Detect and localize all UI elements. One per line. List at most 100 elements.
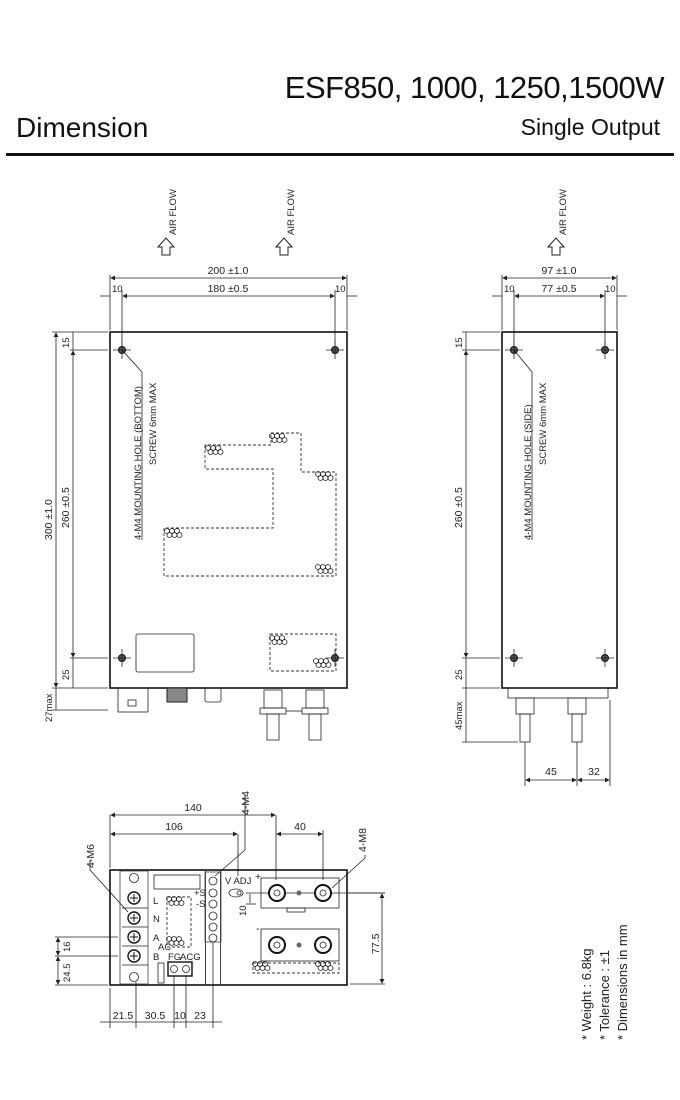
mounting-hole-icon [595,648,615,668]
output-stud [259,689,329,741]
dim-height-inner: 260 ±0.5 [453,487,465,528]
vent-icon [205,445,224,455]
notes: * Weight : 6.8kg * Tolerance : ±1 * Dime… [579,924,630,1040]
terminal-b: B [153,952,159,963]
sense-minus-label: -S [196,899,206,910]
airflow-arrow-2: AIR FLOW [275,189,297,256]
vent-icon [315,564,334,574]
screw-icon [127,891,141,905]
dim-top-offset: 15 [454,337,465,348]
dim-terminal-depth: 27max [44,693,55,722]
terminal-l: L [153,896,158,907]
unit-body [109,331,348,689]
dim-width-inner: 77 ±0.5 [542,283,577,295]
mounting-hole-icon [325,340,345,360]
arrow-up-icon [157,237,175,256]
front-view: 140 106 40 4-M6 4-M4 4-M8 L N A AC B [55,791,385,1028]
vent-icon [269,635,288,645]
terminal-panel [109,869,348,986]
label-m4: 4-M4 [240,791,252,815]
mounting-hole-icon [112,648,132,668]
dim-margin-right: 10 [605,284,616,295]
airflow-label: AIR FLOW [168,189,179,235]
airflow-label: AIR FLOW [286,189,297,235]
stud-icon [314,884,332,902]
vent-icon [315,471,334,481]
dim-bottom-4: 23 [194,1010,206,1022]
section-heading: Dimension [16,112,149,143]
note-tolerance: * Tolerance : ±1 [597,950,612,1040]
terminal-n: N [153,914,160,925]
label-m6: 4-M6 [85,844,97,868]
dim-bottom-1: 21.5 [113,1010,134,1022]
unit-side-body [501,331,618,689]
note-weight: * Weight : 6.8kg [579,948,594,1040]
fg-label: FG [168,952,181,963]
header-rule [6,153,674,156]
plus-label: + [255,871,261,883]
mounting-note-1: 4-M4 MOUNTING HOLE (BOTTOM) [133,386,144,540]
sense-plus-label: +S [194,888,206,899]
screw-icon [127,930,141,944]
ac-terminal-block [122,873,148,982]
label-m8: 4-M8 [357,828,369,852]
note-units: * Dimensions in mm [615,924,630,1040]
vent-icon [166,936,185,946]
dim-margin-left: 10 [504,284,515,295]
dim-terminal-spacing-2: 32 [588,766,600,778]
airflow-label: AIR FLOW [558,189,569,235]
sense-terminals [208,876,218,943]
dim-margin-right: 10 [335,284,346,295]
terminal-ac: AC [158,942,171,953]
screw-icon [127,949,141,963]
dim-margin-left: 10 [112,284,123,295]
acg-label: ACG [180,952,201,963]
terminal-a: A [153,933,160,944]
dim-24-5: 24.5 [62,964,73,983]
mounting-hole-icon [504,648,524,668]
dim-106: 106 [165,821,183,833]
stud-icon [314,936,332,954]
vent-icon [313,658,332,668]
dim-140: 140 [184,802,202,814]
screw-icon [127,911,141,925]
vent-outline [163,432,337,577]
mounting-note-2: SCREW 6mm MAX [148,382,159,465]
product-title: ESF850, 1000, 1250,1500W [284,70,665,105]
dim-terminal-depth: 45max [454,701,465,730]
label-area [135,633,195,673]
vent-icon [164,528,183,538]
dim-height-inner: 260 ±0.5 [60,487,72,528]
output-stud [507,687,609,743]
mounting-note-2: SCREW 6mm MAX [538,382,549,465]
arrow-up-icon [547,237,565,256]
dim-bottom-offset: 25 [454,669,465,680]
minus-label: - [256,923,260,935]
mounting-hole-icon [595,340,615,360]
dim-width-total: 97 ±1.0 [542,265,577,277]
vent-icon [269,433,288,443]
airflow-arrow-1: AIR FLOW [157,189,179,256]
vent-icon [166,896,185,906]
dim-bottom-offset: 25 [61,669,72,680]
product-subtitle: Single Output [520,114,660,140]
top-view: AIR FLOW AIR FLOW 200 ±1.0 180 ±0.5 10 1… [43,189,357,741]
dim-width-total: 200 ±1.0 [208,265,249,277]
negative-busbar [260,928,340,962]
fg-acg-connector [167,961,193,977]
dim-16: 16 [62,941,73,952]
stud-icon [268,936,286,954]
dim-width-inner: 180 ±0.5 [208,283,249,295]
arrow-up-icon [275,237,293,256]
vadj-label: V ADJ [225,876,252,887]
mounting-note-1: 4-M4 MOUNTING HOLE (SIDE) [523,404,534,540]
stud-icon [268,884,286,902]
vadj-potentiometer[interactable] [228,888,244,898]
dim-terminal-spacing-1: 45 [545,766,557,778]
dim-77-5: 77.5 [370,933,382,954]
dim-height-total: 300 ±1.0 [43,499,55,540]
dim-bottom-3: 10 [174,1010,186,1022]
dim-bottom-2: 30.5 [145,1010,166,1022]
dim-top-offset: 15 [61,337,72,348]
